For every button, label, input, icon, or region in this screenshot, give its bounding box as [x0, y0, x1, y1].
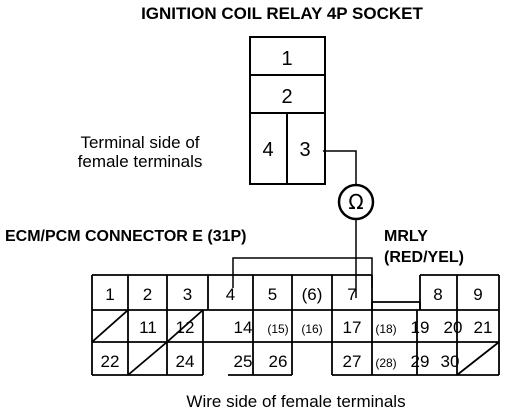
- ecm-connector-title: ECM/PCM CONNECTOR E (31P): [5, 228, 247, 245]
- ecm-row1-pin-5: (6): [302, 285, 323, 304]
- ecm-row3-pin-7: 30: [441, 352, 460, 371]
- ecm-row1-pin-2: 3: [183, 285, 192, 304]
- relay-socket: [249, 36, 326, 185]
- ecm-bracket-line: [232, 257, 373, 288]
- ecm-row3-pin-3: 26: [269, 352, 288, 371]
- relay-pin-4: 4: [262, 139, 273, 161]
- ecm-row1-pin-8: 9: [473, 285, 482, 304]
- ecm-row2-pin-1: 12: [176, 318, 195, 337]
- ecm-row3-pin-5: (28): [375, 356, 396, 370]
- ecm-row2-pin-8: 20: [444, 318, 463, 337]
- relay-note-line2: female terminals: [78, 152, 203, 171]
- relay-pin-2: 2: [281, 86, 292, 108]
- row2-blank-slash-2: [166, 309, 204, 343]
- wire-side-note: Wire side of female terminals: [186, 392, 405, 411]
- ecm-row3-pin-0: 22: [101, 352, 120, 371]
- test-leads: [232, 150, 373, 298]
- ecm-row2-pin-6: (18): [375, 322, 396, 336]
- ecm-row2-pin-0: 11: [139, 318, 157, 337]
- ecm-row1-pin-4: 5: [268, 285, 277, 304]
- ecm-row3-pin-4: 27: [343, 352, 362, 371]
- ecm-row1-pin-0: 1: [105, 285, 114, 304]
- ecm-row3-pin-2: 25: [234, 352, 253, 371]
- wire-color-label: (RED/YEL): [384, 249, 464, 266]
- relay-pin-3: 3: [299, 139, 310, 161]
- ecm-row1-pin-3: 4: [226, 285, 235, 304]
- row3-blank-slash-1: [127, 341, 168, 376]
- ecm-row1-pin-6: 7: [347, 285, 356, 304]
- ecm-row3-pin-6: 29: [411, 352, 430, 371]
- ecm-row1-pin-7: 8: [433, 285, 442, 304]
- ecm-row2-pin-9: 21: [474, 318, 493, 337]
- wire-name-label: MRLY: [384, 228, 428, 245]
- ecm-row3-pin-1: 24: [176, 352, 195, 371]
- row3-blank-slash-2: [456, 341, 500, 376]
- ecm-connector-grid: [91, 274, 500, 376]
- lead-upper: [323, 150, 357, 184]
- ecm-row2-pin-5: 17: [343, 318, 362, 337]
- relay-pin-1: 1: [281, 48, 292, 70]
- ecm-row1-pin-1: 2: [143, 285, 152, 304]
- ecm-row2-pin-4: (16): [301, 322, 322, 336]
- ecm-row2-pin-3: (15): [267, 322, 288, 336]
- ecm-row2-pin-7: 19: [411, 318, 430, 337]
- diagram-title: IGNITION COIL RELAY 4P SOCKET: [141, 4, 423, 23]
- ohm-symbol: Ω: [348, 190, 363, 214]
- relay-note-line1: Terminal side of: [80, 133, 199, 152]
- ohmmeter-icon: [337, 183, 375, 221]
- ecm-row2-pin-2: 14: [234, 318, 253, 337]
- row2-blank-slash-1: [91, 309, 129, 343]
